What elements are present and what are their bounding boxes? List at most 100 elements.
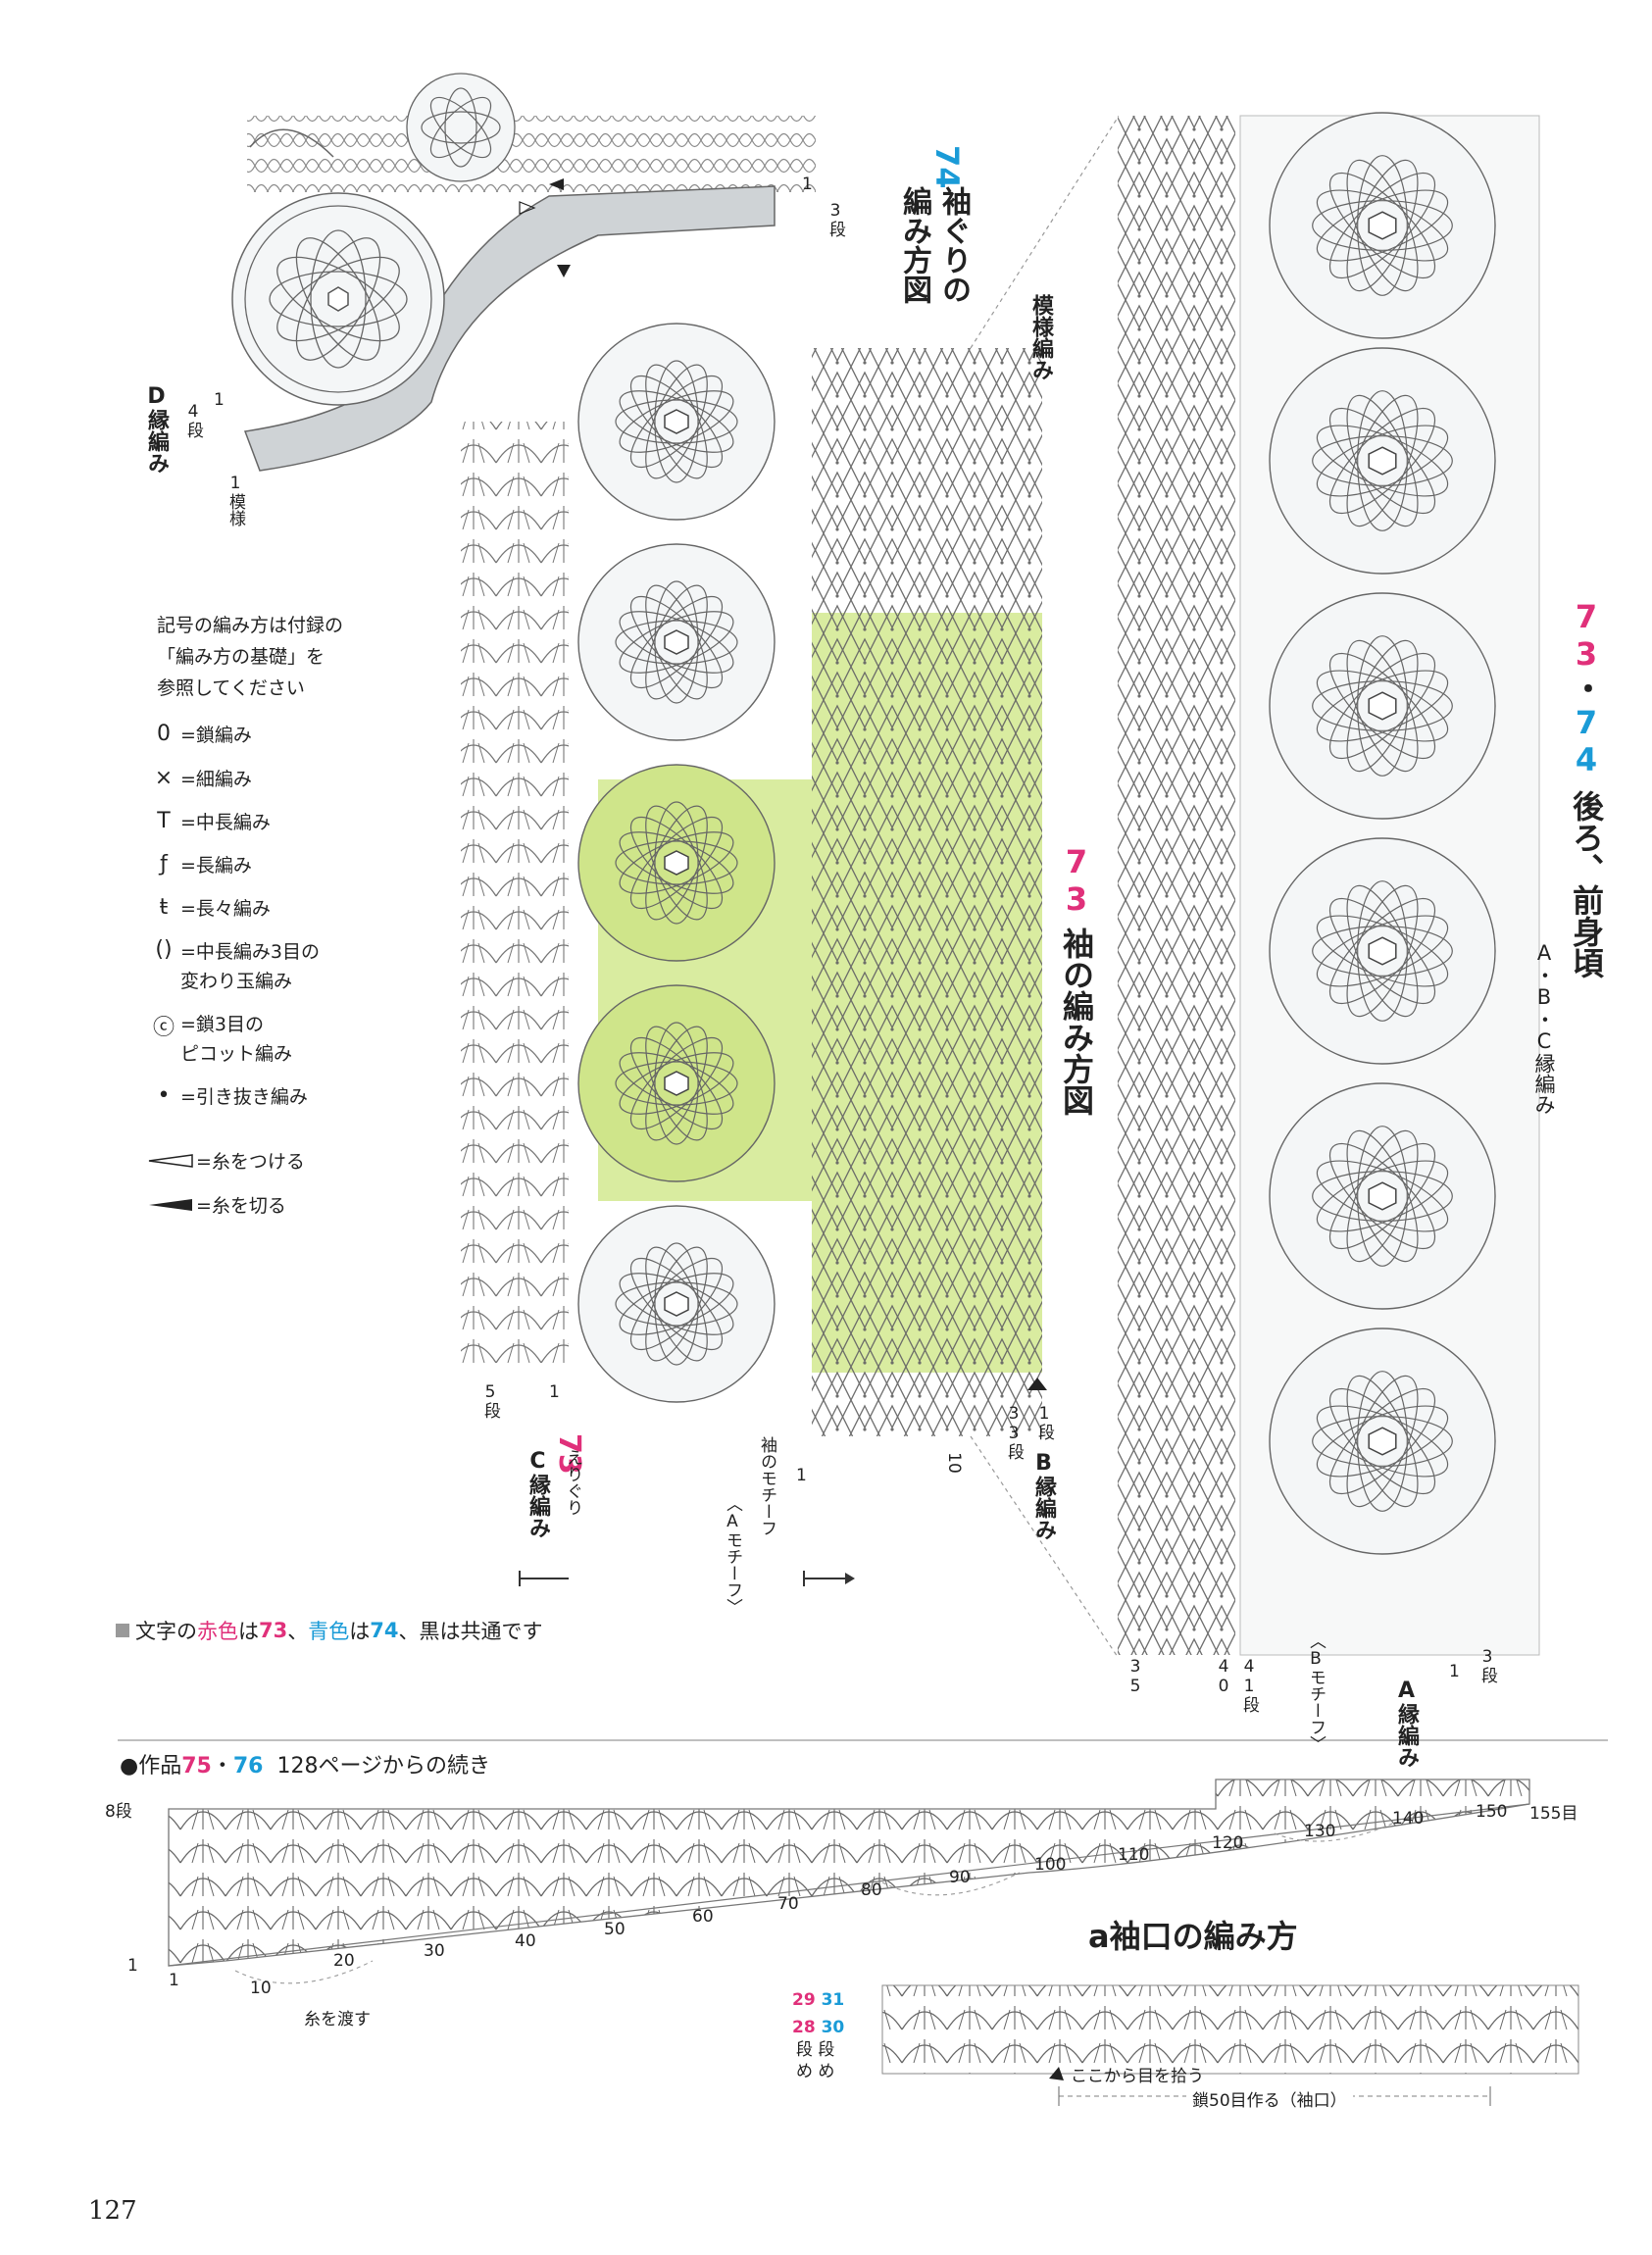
sleeve73-title: 73袖の編み方図 bbox=[1054, 843, 1099, 1116]
stitch-count-label: 50 bbox=[604, 1920, 626, 1939]
body-edges-label: A・B・C縁編み bbox=[1532, 941, 1556, 1115]
sleeve-motif bbox=[577, 543, 776, 741]
stitch-count-label: 60 bbox=[692, 1907, 714, 1927]
legend-item-sc: ×=細編み bbox=[147, 765, 252, 791]
work75-dot: ・ bbox=[211, 1754, 233, 1779]
legend-label-hdc: =中長編み bbox=[180, 812, 271, 833]
body-motif bbox=[1269, 347, 1496, 575]
cuff74-row1: 1 bbox=[802, 175, 813, 194]
sleeve-motif bbox=[577, 1205, 776, 1403]
d-edge-pattern: 1模様 bbox=[225, 474, 245, 526]
legend-item-puff: ()=中長編み3目の変わり玉編み bbox=[147, 937, 320, 996]
sleeve-motif-note2: 〈Aモチーフ〉 bbox=[723, 1495, 742, 1615]
sleeve-motif bbox=[577, 764, 776, 962]
stitch-count-label: 140 bbox=[1392, 1809, 1425, 1829]
cuff-a-diagram bbox=[881, 1984, 1579, 2106]
body-row40: 40 bbox=[1214, 1657, 1233, 1696]
legend-label-chain: =鎖編み bbox=[180, 725, 252, 746]
legend-label-picot: =鎖3目の bbox=[180, 1014, 265, 1035]
work75-number-76: 76 bbox=[232, 1754, 264, 1779]
legend-cut: =糸を切る bbox=[147, 1191, 286, 1218]
cuff-a-dan-me: 段 段 め め bbox=[796, 2039, 834, 2082]
legend-label-puff: =中長編み3目の bbox=[180, 941, 321, 963]
pattern-stitch-label: 模様編み bbox=[1028, 294, 1053, 380]
legend-item-tr: ŧ =長々編み bbox=[147, 894, 271, 921]
work75-bullet: ●作品 bbox=[120, 1754, 182, 1779]
body-motif-column bbox=[1269, 112, 1496, 1555]
cuff-a-me1: め bbox=[796, 2062, 813, 2081]
cuff-a-title: a袖口の編み方 bbox=[1088, 1918, 1298, 1955]
stitch-count-label: 90 bbox=[949, 1868, 971, 1887]
cuff74-title-line2: 編み方図 bbox=[897, 186, 931, 304]
color-note-prefix: 文字の bbox=[135, 1620, 197, 1643]
work75-carry-yarn: 糸を渡す bbox=[304, 2010, 371, 2030]
cuff-a-r31: 31 bbox=[821, 1990, 845, 2010]
chain-stitch-icon: 0 bbox=[157, 722, 171, 746]
body-row35: 35 bbox=[1126, 1657, 1145, 1696]
half-double-icon: T bbox=[157, 809, 171, 833]
c-edge-row1: 1 bbox=[549, 1382, 560, 1402]
body-row3: 3段 bbox=[1477, 1647, 1497, 1683]
legend-intro: 記号の編み方は付録の 「編み方の基礎」を 参照してください bbox=[157, 610, 343, 704]
legend-attach: =糸をつける bbox=[147, 1147, 305, 1174]
legend-label-tr: =長々編み bbox=[180, 898, 271, 920]
work75-continuation: 128ページからの続き bbox=[276, 1754, 491, 1779]
legend-item-picot: ⓒ=鎖3目のピコット編み bbox=[147, 1010, 292, 1069]
color-note-suffix: 、黒は共通です bbox=[398, 1620, 543, 1643]
legend-label-puff2: 変わり玉編み bbox=[180, 971, 293, 992]
stitch-count-label: 120 bbox=[1212, 1833, 1244, 1853]
treble-crochet-icon: ŧ bbox=[159, 895, 169, 920]
stitch-count-label: 40 bbox=[515, 1931, 536, 1951]
page-number: 127 bbox=[88, 2196, 137, 2226]
sleeve73-row1: 1段 bbox=[1034, 1404, 1054, 1440]
sleeve-motif-column bbox=[577, 323, 776, 1403]
sleeve73-diagram bbox=[461, 117, 1119, 1658]
cuff74-number: 74 bbox=[928, 145, 966, 189]
legend-label-attach: =糸をつける bbox=[196, 1151, 305, 1173]
cuff-a-pick-up: ここから目を拾う bbox=[1071, 2067, 1204, 2086]
body-row41: 41段 bbox=[1239, 1657, 1259, 1713]
stitch-count-label: 1 bbox=[169, 1971, 179, 1990]
c-edge-rows: 5段 bbox=[480, 1382, 500, 1419]
color-note-blue: 青色 bbox=[308, 1620, 350, 1643]
legend-intro-line3: 参照してください bbox=[157, 677, 305, 699]
cuff74-rows-label: 3段 bbox=[826, 201, 845, 237]
body-title-dot: ・ bbox=[1568, 673, 1605, 704]
cuff-a-chain: 鎖50目作る（袖口） bbox=[1186, 2086, 1353, 2111]
stitch-count-label: 30 bbox=[424, 1941, 445, 1961]
picot-icon: ⓒ bbox=[152, 1016, 175, 1040]
cuff74-diagram bbox=[231, 73, 816, 472]
legend-label-sc: =細編み bbox=[180, 769, 252, 790]
body-diagram bbox=[1118, 112, 1540, 1656]
stitch-count-label: 100 bbox=[1034, 1855, 1067, 1875]
stitch-count-label: 130 bbox=[1304, 1822, 1336, 1841]
attach-yarn-icon bbox=[148, 1153, 193, 1168]
body-number-73: 73 bbox=[1568, 598, 1605, 673]
legend-item-chain: 0 =鎖編み bbox=[147, 721, 252, 747]
cuff-a-r30: 30 bbox=[821, 2018, 845, 2037]
color-note-73: 73 bbox=[259, 1619, 288, 1642]
legend-item-hdc: T =中長編み bbox=[147, 808, 271, 834]
cuff-a-dan1: 段 bbox=[796, 2040, 813, 2060]
legend-label-picot2: ピコット編み bbox=[180, 1043, 293, 1065]
body-title: 73・74後ろ、前身頃 bbox=[1564, 598, 1609, 978]
stitch-count-label: 110 bbox=[1118, 1845, 1150, 1865]
body-number-74: 74 bbox=[1568, 704, 1605, 778]
double-crochet-icon: ƒ bbox=[160, 852, 168, 877]
stitch-count-label: 10 bbox=[250, 1979, 272, 1998]
cuff-a-rows-bottom: 28 30 bbox=[792, 2018, 844, 2037]
legend-item-slip: •=引き抜き編み bbox=[147, 1082, 308, 1109]
body-motif bbox=[1269, 592, 1496, 820]
stitch-count-label: 150 bbox=[1476, 1802, 1508, 1822]
work75-number-75: 75 bbox=[181, 1754, 212, 1779]
sleeve-motif-note: 袖のモチーフ bbox=[757, 1436, 776, 1536]
color-note-red: 赤色 bbox=[197, 1620, 238, 1643]
work75-diagram bbox=[168, 1779, 1530, 1984]
body-row1: 1 bbox=[1449, 1662, 1460, 1681]
stitch-count-label: 20 bbox=[333, 1951, 355, 1971]
stitch-count-label: 80 bbox=[861, 1880, 882, 1900]
body-motif bbox=[1269, 837, 1496, 1065]
cuff-a-r28: 28 bbox=[792, 2018, 816, 2037]
sleeve73-row33: 33段 bbox=[1004, 1404, 1024, 1460]
